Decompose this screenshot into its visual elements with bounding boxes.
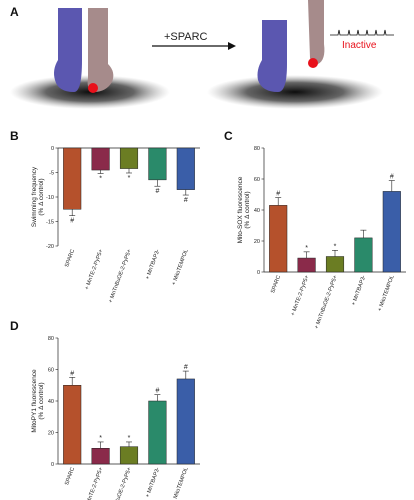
bar [91,448,110,465]
y-tick-label: 0 [257,270,260,276]
y-axis-title-line: (% Δ control) [244,191,251,228]
significance-mark: # [390,174,394,181]
y-axis-title: Mito-SOX fluorescence(% Δ control) [237,176,251,243]
inactive-trace [330,29,394,36]
right-pink-leg [308,0,325,65]
bar [119,446,139,465]
significance-mark: # [70,218,74,225]
significance-mark: # [184,364,188,371]
significance-mark: * [128,435,131,442]
category-label: + MitoTEMPOL [171,467,190,500]
significance-mark: # [155,188,159,195]
y-tick-label: -5 [49,171,54,177]
significance-mark: * [128,175,131,182]
bar [354,237,373,273]
bar [148,147,167,181]
category-label: + MitoTEMPOL [171,249,190,287]
significance-mark: * [99,435,102,442]
significance-mark: # [184,197,188,204]
category-label: + MnTnBuOE-2-PyP5+ [108,249,133,304]
y-axis-title: Swimming frequency(% Δ control) [31,166,45,227]
category-label: + MnTnBuOE-2-PyP5+ [314,275,339,330]
bar [148,400,167,465]
arrow-label: +SPARC [164,31,208,43]
y-tick-label: 80 [48,336,54,342]
y-tick-label: -20 [46,244,54,250]
inactive-label: Inactive [342,40,377,51]
right-blue-leg [257,20,287,92]
category-label: SPARC [270,275,282,295]
y-tick-label: 80 [254,146,260,152]
y-tick-label: 0 [51,462,54,468]
category-label: + MnTBAP3- [145,466,162,498]
y-tick-label: -10 [46,195,54,201]
bar [382,191,401,273]
significance-mark: # [276,191,280,198]
bar [91,147,110,171]
bar [119,147,139,169]
arrow-head [228,42,236,50]
y-tick-label: 40 [48,399,54,405]
bar [63,147,82,210]
y-tick-label: 20 [48,431,54,437]
y-tick-label: 60 [254,177,260,183]
left-red-dot [88,83,98,93]
y-tick-label: 60 [48,368,54,374]
y-axis-title-line: Mito-SOX fluorescence [237,176,244,243]
right-red-dot [308,58,318,68]
y-axis-title-line: (% Δ control) [38,178,45,215]
bar [325,256,345,273]
category-label: + MnTE-2-PyP5+ [290,275,310,317]
panel-a: A +SPARC Inactive [10,0,394,109]
left-blue-leg [54,8,82,92]
left-pink-leg [87,8,114,92]
y-tick-label: -15 [46,220,54,226]
significance-mark: # [155,388,159,395]
category-label: + MnTnBuOE-2-PyP5+ [108,467,133,500]
y-tick-label: 0 [51,146,54,152]
significance-mark: * [305,245,308,252]
y-tick-label: 20 [254,239,260,245]
y-tick-label: 40 [254,208,260,214]
y-axis-title: MitoPY1 fluorescence(% Δ control) [31,369,45,433]
bar [176,147,195,190]
panel-letter-a: A [10,5,19,19]
panel-letter-d: D [10,319,19,333]
significance-mark: # [70,370,74,377]
panel-letter-b: B [10,129,19,143]
y-axis-title-line: Swimming frequency [31,166,38,227]
category-label: SPARC [64,249,76,269]
bar [269,205,288,273]
bar [176,378,195,465]
category-label: + MitoTEMPOL [377,275,396,313]
right-shadow [207,75,383,109]
panel-b-chart: B 0 -5 -10 -15 -20 Swimming frequency(% Δ cont… [10,129,200,304]
category-label: + MnTBAP3- [351,274,368,306]
category-label: + MnTE-2-PyP5+ [84,467,104,500]
bar [63,385,82,465]
category-label: SPARC [64,467,76,487]
bar [297,257,316,273]
y-axis-title-line: MitoPY1 fluorescence [31,369,38,433]
significance-mark: * [334,243,337,250]
significance-mark: * [99,175,102,182]
category-label: + MnTBAP3- [145,248,162,280]
y-axis-title-line: (% Δ control) [38,382,45,419]
panel-letter-c: C [224,129,233,143]
category-label: + MnTE-2-PyP5+ [84,249,104,291]
